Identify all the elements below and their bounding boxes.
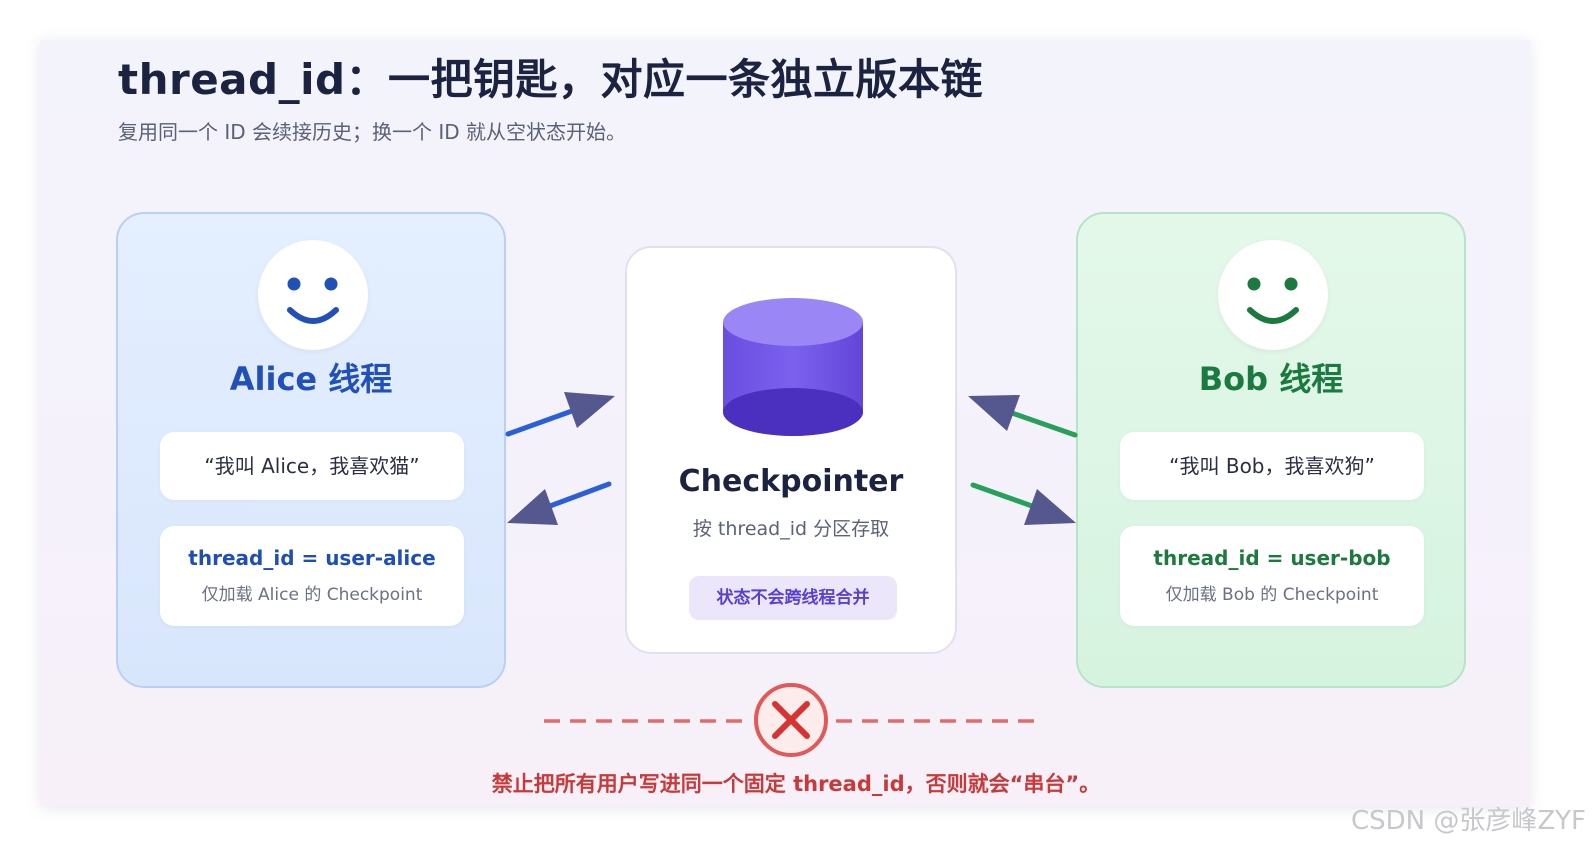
checkpointer-panel: Checkpointer 按 thread_id 分区存取 状态不会跨线程合并 [625,246,957,654]
checkpointer-title: Checkpointer [678,464,904,499]
alice-smiley-icon [258,240,368,350]
alice-quote-card: “我叫 Alice，我喜欢猫” [160,432,464,500]
checkpointer-subtitle: 按 thread_id 分区存取 [692,518,890,540]
alice-thread-id: thread_id = user-alice [188,546,436,570]
checkpointer-to-alice-arrow [507,481,612,525]
alice-info-card: thread_id = user-alice 仅加载 Alice 的 Check… [160,526,464,626]
alice-panel-title: Alice 线程 [229,360,393,398]
bob-panel-title: Bob 线程 [1198,360,1344,398]
bob-info-card: thread_id = user-bob 仅加载 Bob 的 Checkpoin… [1120,526,1424,626]
bob-to-checkpointer-arrow [968,395,1078,438]
page-title: thread_id：一把钥匙，对应一条独立版本链 [118,55,984,104]
checkpointer-to-bob-arrow [970,482,1076,525]
alice-to-checkpointer-arrow [505,392,615,437]
warning-text: 禁止把所有用户写进同一个固定 thread_id，否则就会“串台”。 [491,772,1101,796]
alice-note: 仅加载 Alice 的 Checkpoint [201,585,423,605]
bob-thread-panel: Bob 线程 “我叫 Bob，我喜欢狗” thread_id = user-bo… [1076,212,1466,688]
bob-note: 仅加载 Bob 的 Checkpoint [1165,585,1379,605]
page-subtitle: 复用同一个 ID 会续接历史；换一个 ID 就从空状态开始。 [118,120,627,144]
checkpointer-badge: 状态不会跨线程合并 [689,576,897,620]
database-icon [723,298,863,436]
bob-quote-card: “我叫 Bob，我喜欢狗” [1120,432,1424,500]
bob-thread-id: thread_id = user-bob [1153,546,1391,570]
alice-thread-panel: Alice 线程 “我叫 Alice，我喜欢猫” thread_id = use… [116,212,506,688]
bob-smiley-icon [1218,240,1328,350]
forbidden-x-icon [754,683,828,757]
watermark: CSDN @张彦峰ZYF [1350,806,1586,836]
